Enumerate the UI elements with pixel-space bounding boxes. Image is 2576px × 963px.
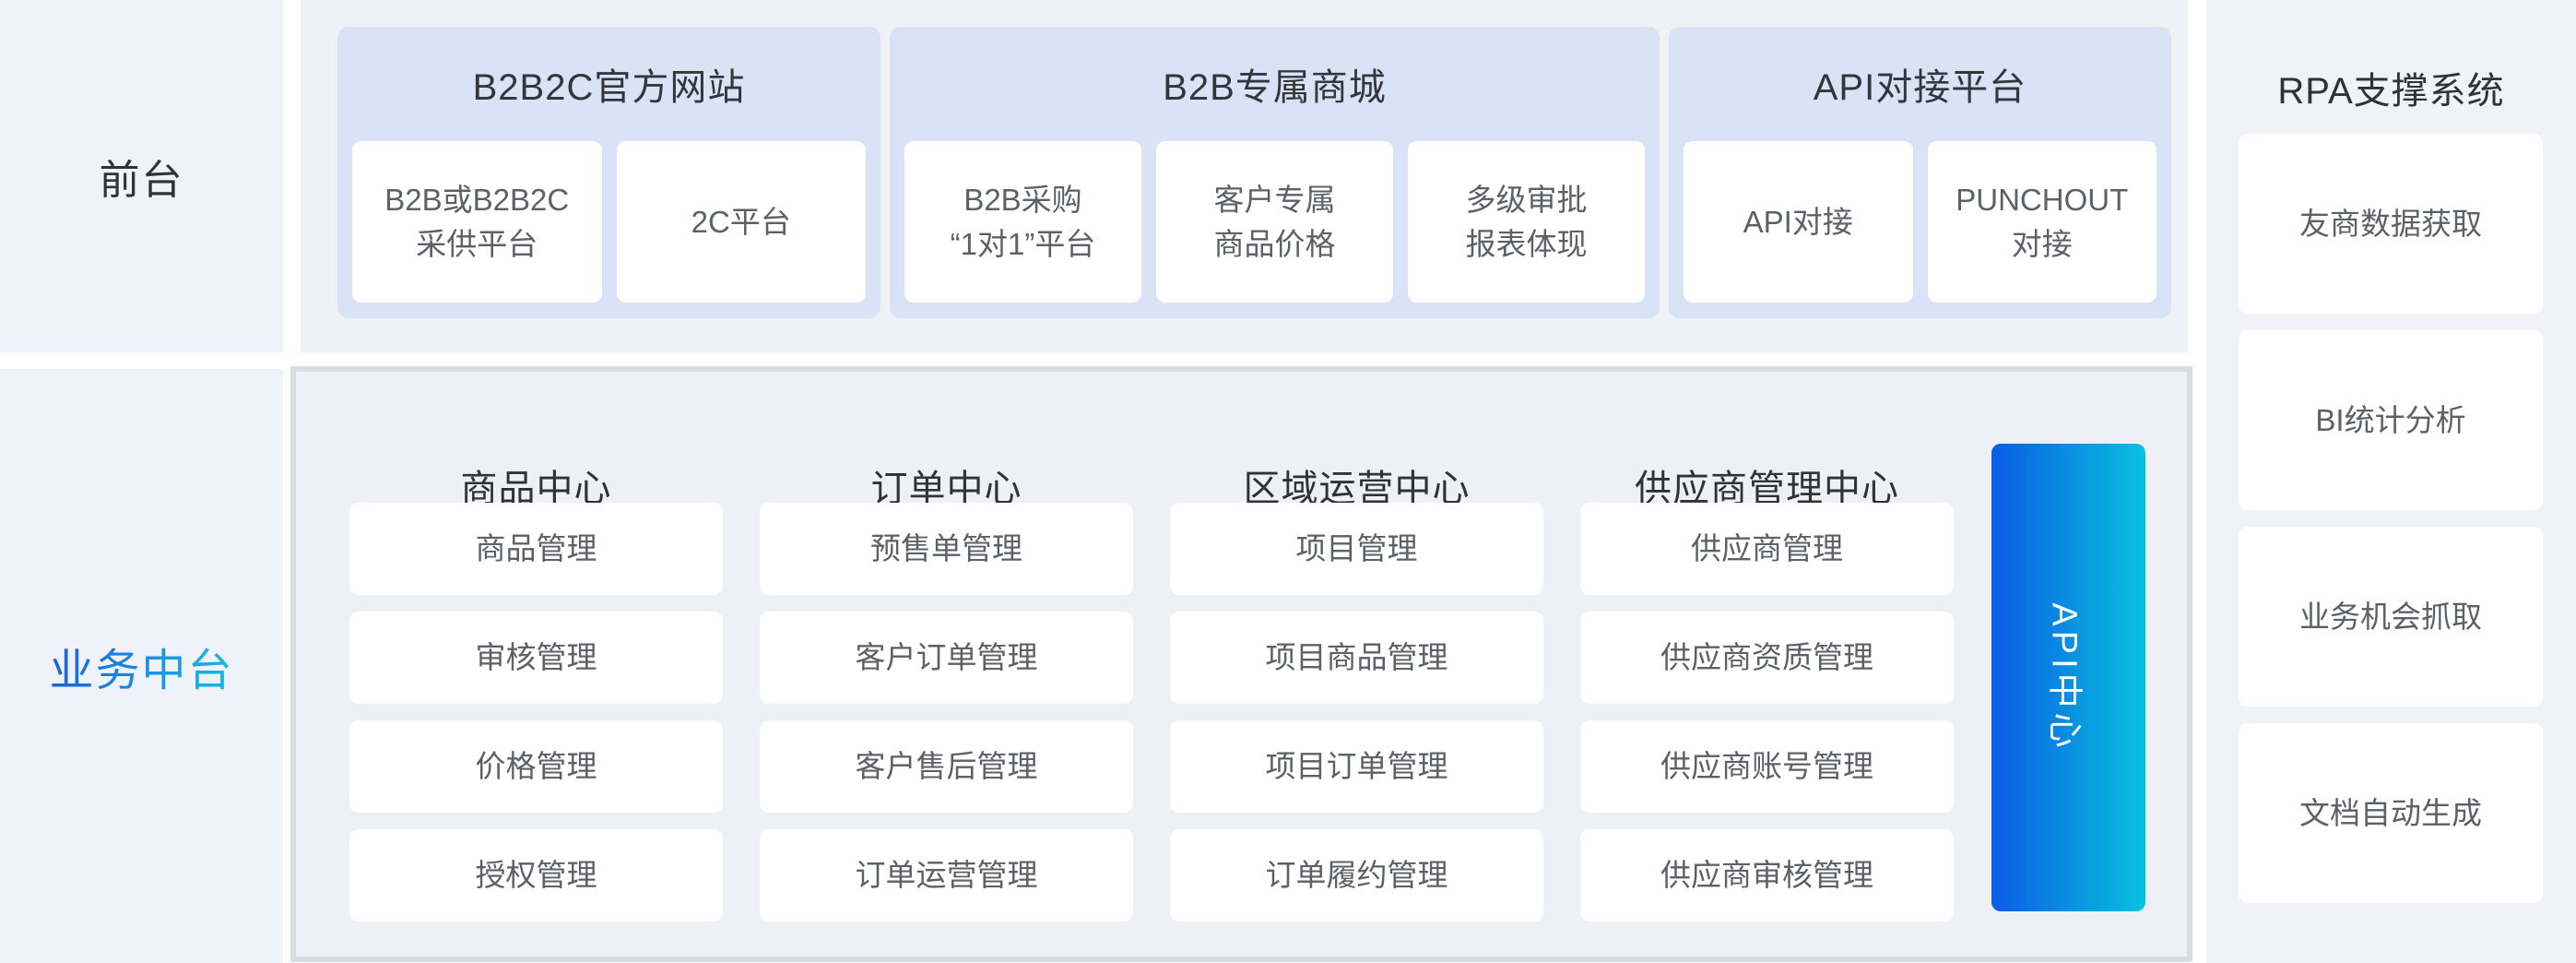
center-card: 订单履约管理 [1170,829,1543,921]
group-card-line: B2B或B2B2C [384,182,570,217]
rpa-support-panel: RPA支撑系统 友商数据获取 BI统计分析业务机会抓取文档自动生成 [2206,0,2576,963]
group-card-line: 多级审批 [1465,182,1588,217]
group-title: API对接平台 [1813,67,2027,108]
center-card-label: 订单履约管理 [1265,858,1448,893]
group-card: API对接 [1684,141,1913,303]
business-middle-panel: 业务中台 [0,369,283,963]
group-card: B2B采购 “1对1”平台 [904,141,1141,303]
center-card-label: 审核管理 [475,640,597,675]
group-card-line: 2C平台 [691,204,791,239]
group-card: 客户专属商品价格 [1156,141,1393,303]
business-middle-section: API中心 商品中心商品管理审核管理价格管理授权管理 订单中心预售单管理客户订单管… [290,366,2192,962]
center-card: 审核管理 [349,612,723,704]
group-card-line: 采供平台 [416,226,538,261]
center-title: 供应商管理中心 [1635,469,1899,509]
group-card-line: “1对1”平台 [950,226,1096,261]
center-title: 区域运营中心 [1243,469,1471,509]
center-card-label: 供应商资质管理 [1660,640,1873,675]
rpa-card-label: 业务机会抓取 [2299,599,2482,634]
center-card: 客户订单管理 [760,612,1133,704]
rpa-card-label: 文档自动生成 [2299,795,2482,830]
group-title: B2B专属商城 [1163,67,1387,108]
center-card-label: 订单运营管理 [855,858,1038,893]
group-cards-row: API对接 PUNCHOUT 对接 [1669,141,2171,318]
group-card: PUNCHOUT 对接 [1927,141,2157,303]
center-card-label: 项目商品管理 [1265,640,1448,675]
center-title: 商品中心 [460,469,612,509]
center-card-label: 客户售后管理 [855,749,1038,784]
rpa-card: 业务机会抓取 [2239,527,2543,707]
center-card: 商品管理 [349,503,723,595]
center-card-label: 供应商审核管理 [1660,858,1873,893]
rpa-card: 友商数据获取 [2239,134,2543,314]
rpa-card-label: 友商数据获取 [2299,206,2482,241]
group-0: B2B2C官方网站 B2B或B2B2C 采供平台 2C平台 [337,27,880,318]
api-center-label: API中心 [2045,602,2084,753]
group-cards-row: B2B或B2B2C 采供平台 2C平台 [337,141,880,318]
front-stage-groups-container: B2B2C官方网站 B2B或B2B2C 采供平台 2C平台 B2B专属商城 B2B采购 “1… [301,0,2188,352]
rpa-card: BI统计分析 [2239,330,2543,510]
front-stage-panel: 前台 [0,0,283,352]
group-cards-row: B2B采购“1对1”平台客户专属商品价格多级审批报表体现 [890,141,1660,318]
group-card-line: B2B采购 [963,182,1082,217]
group-card-line: 商品价格 [1213,226,1336,261]
group-card-line: 对接 [2011,226,2073,261]
center-card: 供应商管理 [1580,503,1954,595]
center-card: 价格管理 [349,720,723,813]
group-card: B2B或B2B2C 采供平台 [352,141,602,303]
group-card-line: API对接 [1743,204,1853,239]
center-card: 项目订单管理 [1170,720,1543,813]
center-card: 预售单管理 [760,503,1133,595]
group-card: 多级审批报表体现 [1408,141,1645,303]
api-center-bar: API中心 [1991,444,2145,911]
business-middle-label: 业务中台 [49,634,233,698]
center-card-label: 授权管理 [475,858,597,893]
center-card-label: 客户订单管理 [855,640,1038,675]
center-card: 项目商品管理 [1170,612,1543,704]
rpa-support-title: RPA支撑系统 [2277,71,2505,112]
center-card: 订单运营管理 [760,829,1133,921]
center-card: 客户售后管理 [760,720,1133,813]
group-2: API对接平台 API对接 PUNCHOUT 对接 [1669,27,2171,318]
group-card-line: PUNCHOUT [1956,182,2129,217]
center-card: 供应商账号管理 [1580,720,1954,813]
front-stage-label: 前台 [99,158,184,203]
center-card-label: 项目订单管理 [1265,749,1448,784]
center-title: 订单中心 [870,469,1022,509]
center-card: 供应商资质管理 [1580,612,1954,704]
center-card: 授权管理 [349,829,723,921]
rpa-card: 文档自动生成 [2239,723,2543,903]
center-card-label: 商品管理 [475,531,597,566]
center-card-label: 供应商管理 [1691,531,1843,566]
center-card-label: 项目管理 [1295,531,1418,566]
group-title: B2B2C官方网站 [472,67,746,108]
center-card-label: 供应商账号管理 [1660,749,1873,784]
center-card: 供应商审核管理 [1580,829,1954,921]
group-card: 2C平台 [616,141,866,303]
group-card-line: 报表体现 [1465,226,1588,261]
group-card-line: 客户专属 [1213,182,1336,217]
rpa-card-label: BI统计分析 [2315,402,2466,437]
center-card-label: 预售单管理 [870,531,1022,566]
center-card: 项目管理 [1170,503,1543,595]
center-card-label: 价格管理 [475,749,597,784]
